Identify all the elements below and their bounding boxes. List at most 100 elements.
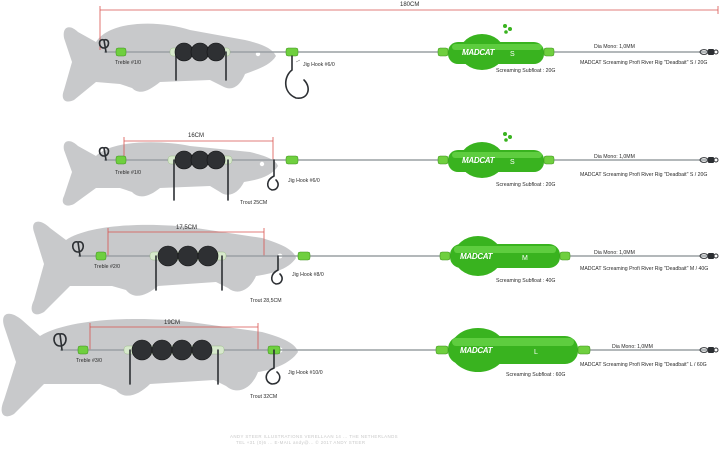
- swivel-icon: [699, 157, 719, 163]
- product-label: MADCAT Screaming Profi River Rig "Deadba…: [580, 362, 707, 368]
- float-brand: MADCAT: [460, 346, 494, 355]
- weight-ball-icon: [190, 42, 210, 62]
- bead-icon: [115, 155, 127, 165]
- rig-3: 17,5CM Treble #2/0 Jig Hook #8/0 Trout 2…: [31, 221, 719, 315]
- mono-label: Dia Mono: 1,0MM: [594, 44, 635, 50]
- treble-label: Treble #3/0: [76, 358, 102, 364]
- bead-icon: [77, 345, 89, 355]
- bead-icon: [297, 251, 311, 261]
- float-bubble: [504, 138, 508, 142]
- treble-hook-icon: [98, 146, 110, 161]
- weight-ball-icon: [174, 150, 194, 170]
- bead-icon: [437, 155, 449, 165]
- trout-label: Trout 32CM: [250, 394, 277, 400]
- trout-label: Trout 25CM: [240, 200, 267, 206]
- subfloat-label: Screaming Subfloat : 40G: [496, 278, 555, 284]
- weight-ball-icon: [191, 339, 213, 361]
- float-size: M: [522, 255, 528, 262]
- fish-eye: [255, 51, 261, 57]
- bead-icon: [285, 47, 299, 57]
- swivel-ring: [713, 157, 719, 163]
- bead-icon: [115, 47, 127, 57]
- bead-icon: [437, 47, 449, 57]
- product-label: MADCAT Screaming Profi River Rig "Deadba…: [580, 60, 707, 66]
- weight-ball-icon: [177, 245, 199, 267]
- subfloat-label: Screaming Subfloat : 20G: [496, 182, 555, 188]
- float-size: S: [510, 159, 515, 166]
- float-bubble: [503, 132, 507, 136]
- float-bubble: [503, 24, 507, 28]
- float-bubble: [504, 30, 508, 34]
- swivel-icon: [699, 49, 719, 55]
- treble-label: Treble #2/0: [94, 264, 120, 270]
- swivel-icon: [699, 347, 719, 353]
- subfloat-label: Screaming Subfloat : 20G: [496, 68, 555, 74]
- bead-icon: [543, 155, 555, 165]
- float-size: S: [510, 51, 515, 58]
- subfloat-label: Screaming Subfloat : 60G: [506, 372, 565, 378]
- bead-icon: [559, 251, 571, 261]
- float-brand: MADCAT: [462, 48, 496, 57]
- treble-hook-icon: [71, 241, 85, 257]
- jig-hook-icon: [270, 255, 283, 285]
- swivel-barrel: [708, 49, 714, 55]
- treble-hook-icon: [98, 38, 110, 53]
- weight-ball-icon: [206, 150, 226, 170]
- swivel-barrel: [708, 157, 714, 163]
- treble-label: Treble #1/0: [115, 60, 141, 66]
- trout-label: Trout 28,5CM: [250, 298, 282, 304]
- footer-credit-line-2: TEL +31 (0)6 ... E-MAIL andy@... © 2017 …: [236, 440, 365, 445]
- swivel-ring: [713, 49, 719, 55]
- mono-label: Dia Mono: 1,0MM: [594, 154, 635, 160]
- weight-ball-icon: [157, 245, 179, 267]
- rig-length-label: 17,5CM: [176, 225, 197, 231]
- float-highlight: [452, 44, 542, 50]
- rig-length-label: 16CM: [188, 133, 204, 139]
- bead-icon: [439, 251, 451, 261]
- rig-4: 19CM Treble #3/0 Jig Hook #10/0 Trout 32…: [1, 313, 719, 417]
- float-bubble: [508, 27, 512, 31]
- subfloat-icon: MADCAT L: [435, 328, 591, 372]
- subfloat-icon: MADCAT M: [439, 236, 571, 276]
- weight-ball-icon: [174, 42, 194, 62]
- fish-silhouette: [1, 313, 299, 417]
- bead-icon: [285, 155, 299, 165]
- footer-credit-line-1: ANDY STEER ILLUSTRATIONS VERELLAAN 14 ..…: [230, 434, 398, 439]
- subfloat-icon: MADCAT S: [437, 132, 555, 178]
- mono-label: Dia Mono: 1,0MM: [594, 250, 635, 256]
- swivel-ring: [713, 253, 719, 259]
- weight-ball-icon: [171, 339, 193, 361]
- treble-hook-icon: [53, 333, 67, 351]
- swivel-icon: [699, 253, 719, 259]
- weight-ball-icon: [151, 339, 173, 361]
- jig-label: Jig Hook #6/0: [303, 62, 335, 68]
- fish-silhouette: [62, 141, 278, 206]
- rig-length-label: 19CM: [164, 320, 180, 326]
- bead-icon: [95, 251, 107, 261]
- weight-ball-icon: [131, 339, 153, 361]
- swivel-ring: [713, 347, 719, 353]
- float-brand: MADCAT: [462, 156, 496, 165]
- rig-1: 180CM Treble #1/0 Jig Hook #6/0 MADCAT: [62, 2, 719, 102]
- subfloat-icon: MADCAT S: [437, 24, 555, 70]
- jig-label: Jig Hook #8/0: [292, 272, 324, 278]
- jig-label: Jig Hook #6/0: [288, 178, 320, 184]
- bead-icon: [577, 345, 591, 355]
- bead-icon: [435, 345, 449, 355]
- treble-label: Treble #1/0: [115, 170, 141, 176]
- float-size: L: [534, 349, 538, 356]
- bead-icon: [543, 47, 555, 57]
- product-label: MADCAT Screaming Profi River Rig "Deadba…: [580, 172, 707, 178]
- fish-silhouette: [31, 221, 297, 315]
- weight-ball-icon: [190, 150, 210, 170]
- jig-hook-icon: [266, 159, 279, 191]
- float-highlight: [452, 152, 542, 158]
- label-leader: [295, 59, 301, 63]
- weight-ball-icon: [206, 42, 226, 62]
- weight-ball-icon: [197, 245, 219, 267]
- fish-eye: [259, 161, 265, 167]
- rig-length-label: 180CM: [400, 2, 419, 8]
- float-highlight: [452, 338, 574, 346]
